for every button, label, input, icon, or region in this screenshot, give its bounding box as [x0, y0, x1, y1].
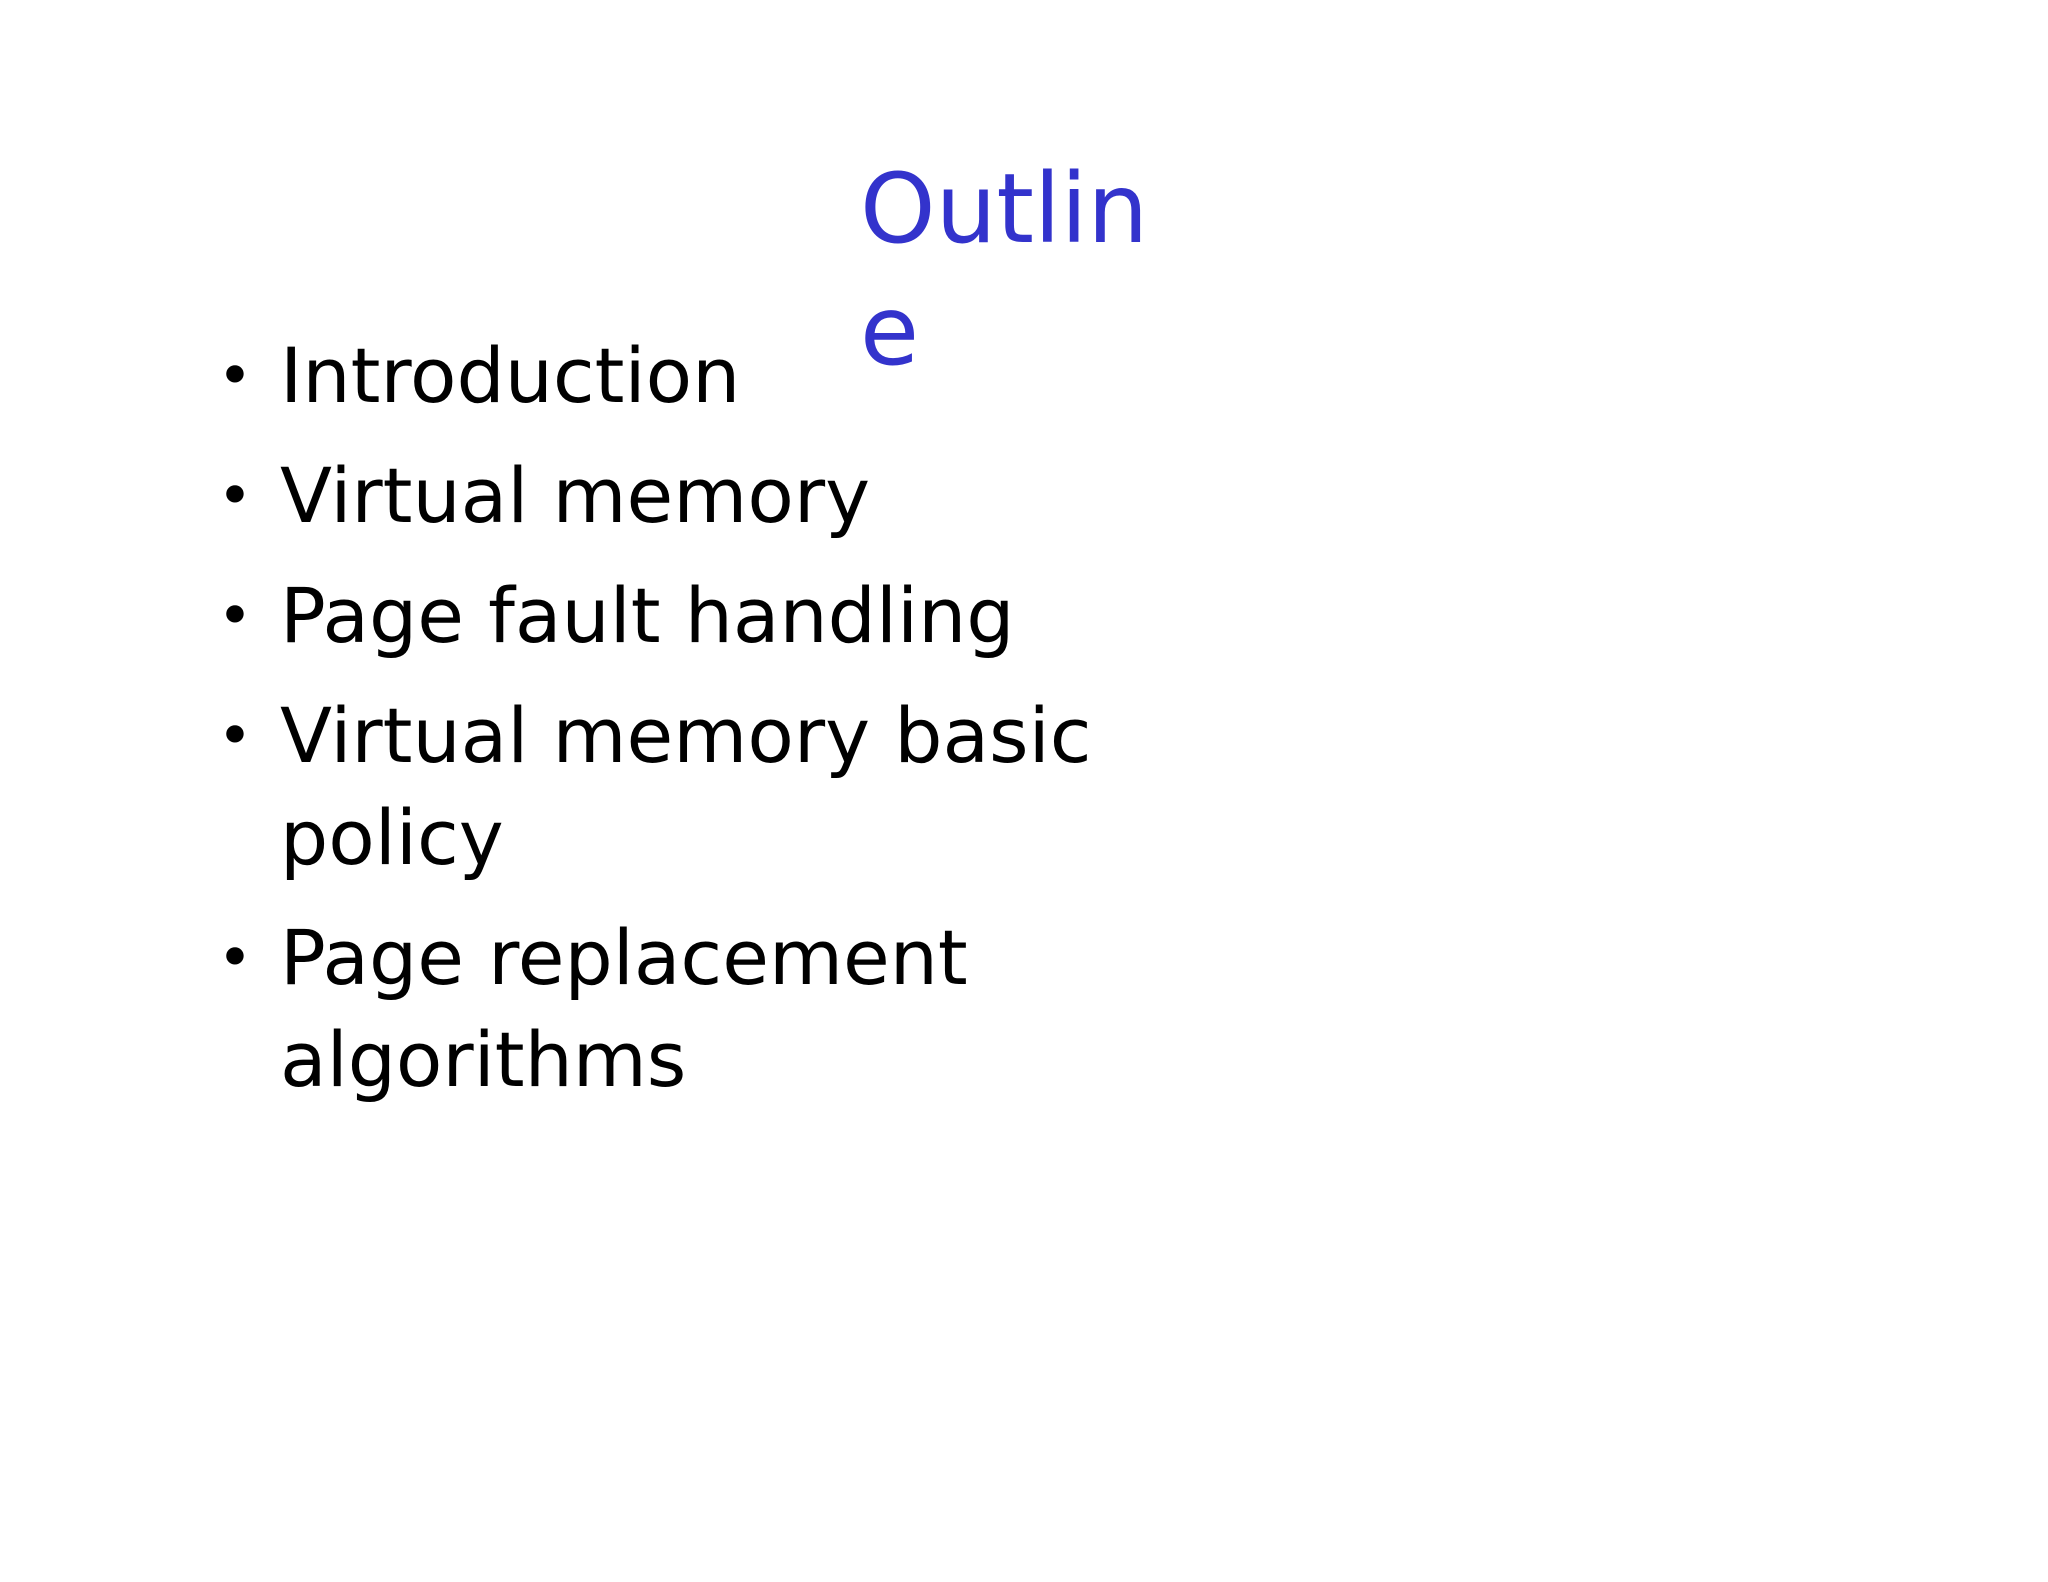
bullet-item: • Virtual memory	[210, 445, 1170, 547]
bullet-list: • Introduction • Virtual memory • Page f…	[210, 325, 1170, 1129]
bullet-item: • Page replacement algorithms	[210, 907, 1170, 1111]
bullet-item: • Page fault handling	[210, 565, 1170, 667]
bullet-text: Page replacement algorithms	[280, 913, 968, 1104]
bullet-icon: •	[217, 701, 253, 771]
bullet-icon: •	[217, 341, 253, 411]
bullet-text: Virtual memory basic policy	[280, 691, 1092, 882]
bullet-text: Introduction	[280, 331, 741, 420]
bullet-icon: •	[217, 923, 253, 993]
bullet-item: • Virtual memory basic policy	[210, 685, 1170, 889]
bullet-text: Virtual memory	[280, 451, 871, 540]
bullet-text: Page fault handling	[280, 571, 1015, 660]
bullet-icon: •	[217, 581, 253, 651]
bullet-item: • Introduction	[210, 325, 1170, 427]
slide-title: Outline	[860, 153, 1149, 387]
bullet-icon: •	[217, 461, 253, 531]
